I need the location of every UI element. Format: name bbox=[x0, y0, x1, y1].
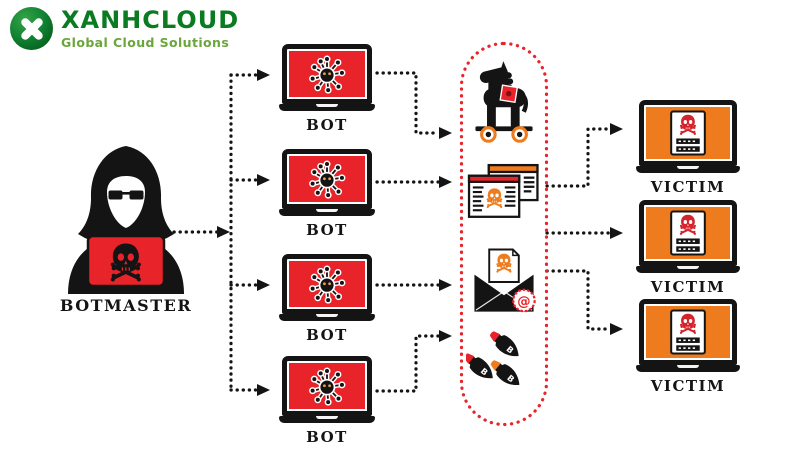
at-symbol: @ bbox=[517, 294, 530, 309]
ransom-dialog-icon bbox=[670, 309, 706, 355]
laptop-base bbox=[279, 209, 375, 216]
laptop-base bbox=[636, 166, 740, 173]
saddle bbox=[499, 84, 519, 104]
bot-label: BOT bbox=[306, 221, 348, 239]
glasses-icon bbox=[107, 189, 145, 201]
bot-node-4: BOT bbox=[277, 356, 377, 446]
victim-node-3: VICTIM bbox=[634, 299, 742, 395]
brand-logo: XANHCLOUD Global Cloud Solutions bbox=[10, 7, 239, 50]
botmaster-hacker-icon bbox=[68, 146, 184, 294]
bot-laptop-icon bbox=[277, 149, 377, 216]
arrow-attacks-to-victim1 bbox=[545, 127, 612, 188]
bomb-payload-icon bbox=[466, 330, 525, 391]
phishing-email-icon: @ bbox=[474, 248, 536, 313]
laptop-base bbox=[279, 104, 375, 111]
laptop-base bbox=[636, 266, 740, 273]
brand-tagline: Global Cloud Solutions bbox=[61, 34, 230, 50]
bot-label: BOT bbox=[306, 326, 348, 344]
bot-label: BOT bbox=[306, 116, 348, 134]
virus-icon bbox=[304, 363, 350, 409]
laptop-base bbox=[636, 365, 740, 372]
bot-laptop-icon bbox=[277, 356, 377, 423]
arrow-bot4-to-attacks bbox=[375, 334, 441, 393]
bot-node-2: BOT bbox=[277, 149, 377, 239]
password-fields bbox=[676, 138, 700, 152]
laptop-base bbox=[279, 314, 375, 321]
victim-label: VICTIM bbox=[650, 377, 726, 395]
ransom-dialog-icon bbox=[670, 210, 706, 256]
at-badge: @ bbox=[512, 288, 536, 313]
bot-label: BOT bbox=[306, 428, 348, 446]
victim-label: VICTIM bbox=[650, 178, 726, 196]
arrow-bot1-to-attacks bbox=[375, 71, 441, 135]
virus-icon bbox=[304, 156, 350, 202]
victim-laptop-icon bbox=[634, 200, 742, 273]
bot-node-1: BOT bbox=[277, 44, 377, 134]
dotted-arrow-lines bbox=[172, 71, 612, 393]
victim-laptop-icon bbox=[634, 100, 742, 173]
victim-laptop-icon bbox=[634, 299, 742, 372]
stolen-data-cards-icon bbox=[467, 163, 539, 218]
victim-node-1: VICTIM bbox=[634, 100, 742, 196]
victim-node-2: VICTIM bbox=[634, 200, 742, 296]
xanhcloud-logo-icon bbox=[10, 7, 53, 50]
victim-label: VICTIM bbox=[650, 278, 726, 296]
bot-laptop-icon bbox=[277, 254, 377, 321]
virus-icon bbox=[304, 51, 350, 97]
bot-node-3: BOT bbox=[277, 254, 377, 344]
laptop-base bbox=[279, 416, 375, 423]
bot-laptop-icon bbox=[277, 44, 377, 111]
virus-icon bbox=[304, 261, 350, 307]
botmaster-label: BOTMASTER bbox=[59, 296, 193, 315]
ransom-dialog-icon bbox=[670, 110, 706, 156]
trojan-horse-icon bbox=[475, 61, 533, 143]
arrow-attacks-to-victim3 bbox=[545, 269, 612, 331]
brand-name: XANHCLOUD bbox=[61, 6, 240, 35]
